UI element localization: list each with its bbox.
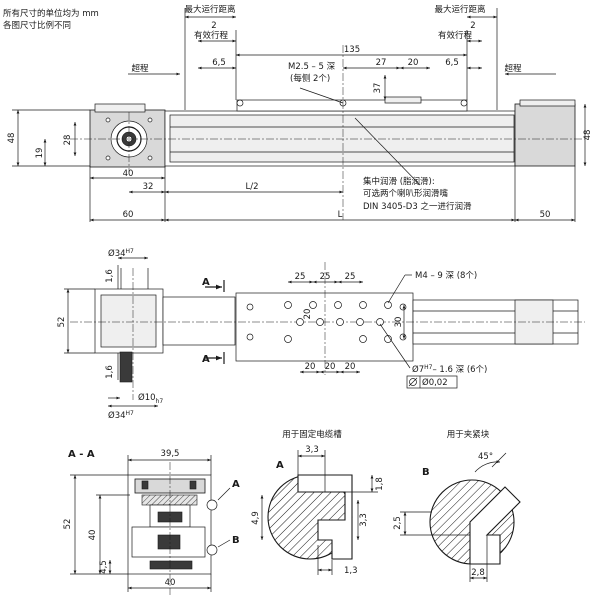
effective-right-label: 有效行程 (438, 30, 473, 41)
dim-3-3-top: 3,3 (305, 445, 319, 455)
carriage-nipple-block (384, 96, 422, 104)
dim-39-5: 39,5 (161, 449, 180, 459)
dim-1-6-bot: 1,6 (105, 365, 115, 379)
max-travel-right-label: 最大运行距离 (434, 4, 485, 15)
rail-inner (169, 114, 515, 163)
overtravel-left-label: 超程 (131, 63, 149, 74)
dim-52-sec: 52 (63, 519, 73, 530)
detail-b-slot (469, 486, 521, 565)
dim-28: 28 (63, 135, 73, 146)
shaft-housing (162, 296, 236, 346)
label-b: B (232, 535, 240, 546)
dim-20-top: 20 (408, 58, 419, 68)
scale-note: 各图尺寸比例不同 (3, 21, 72, 31)
section-title: A - A (68, 449, 95, 460)
dim-60: 60 (123, 210, 134, 220)
detail-a-letter: A (276, 460, 284, 471)
shaft-end (119, 351, 133, 383)
dia-10: Ø10h7 (138, 392, 163, 405)
section-a-bot: A (202, 354, 210, 365)
m4-note: M4 – 9 深 (8个) (415, 271, 477, 281)
dim-3-3-side: 3,3 (359, 513, 369, 527)
dim-37: 37 (373, 83, 383, 94)
dim-4-9: 4,9 (251, 511, 261, 525)
dim-1-6-top: 1,6 (105, 269, 115, 283)
dim-45-deg: 45° (478, 452, 493, 462)
dim-2-right: 2 (470, 21, 475, 31)
slot-b (206, 544, 218, 556)
section-a-a: A - A 39,5 52 40 4,5 40 A B (63, 449, 240, 595)
m4-holes (246, 301, 407, 343)
top-view: 最大运行距离 最大运行距离 有效行程 有效行程 超程 超程 2 2 6,5 6,… (7, 4, 593, 222)
middle-view: Ø34H7 Ø34H7 Ø10h7 1,6 1,6 52 A A 25 25 2… (57, 248, 585, 421)
left-end-cap (94, 103, 146, 113)
dim-2-5: 2,5 (393, 516, 403, 530)
overtravel-right-label: 超程 (504, 63, 522, 74)
tolerance-frame (406, 375, 458, 389)
slot-a (206, 499, 218, 511)
lube-note-2: 可选两个喇叭形润滑嘴 (363, 188, 449, 199)
dim-l: L (338, 210, 343, 220)
dim-20-c: 20 (345, 362, 356, 372)
dim-27: 27 (376, 58, 387, 68)
detail-b-caption: 用于夹紧块 (447, 429, 490, 440)
dim-20-a: 20 (305, 362, 316, 372)
dim-50: 50 (540, 210, 551, 220)
thread-note: M2.5 – 5 深 (288, 62, 336, 72)
dim-2-left: 2 (211, 21, 216, 31)
lube-note-1: 集中润滑 (脂润滑): (363, 176, 435, 187)
dim-48-left: 48 (7, 133, 17, 144)
right-end-block (514, 103, 576, 167)
lube-note-3: DIN 3405-D3 之一进行润滑 (363, 201, 472, 212)
detail-b: 用于夹紧块 B 45° 2,5 2,8 (393, 429, 521, 582)
carriage-plate (235, 292, 414, 362)
dim-25-c: 25 (345, 272, 356, 282)
dim-52-mid: 52 (57, 317, 67, 328)
dim-32: 32 (143, 182, 154, 192)
effective-left-label: 有效行程 (194, 30, 229, 41)
detail-a-slot (297, 474, 353, 560)
dim-1-3: 1,3 (344, 566, 358, 576)
detail-a-caption: 用于固定电缆槽 (282, 429, 342, 440)
units-note: 所有尺寸的单位均为 mm (3, 9, 99, 19)
dim-1-8: 1,8 (375, 477, 385, 491)
dim-l-half: L/2 (245, 182, 258, 192)
dim-25-a: 25 (295, 272, 306, 282)
dia-34-bot: Ø34H7 (108, 410, 134, 421)
section-a-top: A (202, 277, 210, 288)
carriage-top (236, 99, 468, 112)
dim-48-right: 48 (583, 130, 593, 141)
dim-20-b: 20 (325, 362, 336, 372)
dim-25-b: 25 (320, 272, 331, 282)
dim-40-v: 40 (88, 530, 98, 541)
detail-b-letter: B (422, 467, 430, 478)
dim-6-5-left: 6,5 (212, 58, 226, 68)
max-travel-left-label: 最大运行距离 (184, 4, 235, 15)
dim-2-8: 2,8 (471, 568, 485, 578)
dia-34-top: Ø34H7 (108, 248, 134, 259)
dim-19: 19 (35, 148, 45, 159)
dim-4-5: 4,5 (99, 560, 109, 574)
pin-note: Ø7H7– 1.6 深 (6个) (412, 364, 487, 375)
dim-40-h: 40 (165, 578, 176, 588)
thread-note-2: (每侧 2个) (290, 73, 330, 84)
label-a: A (232, 479, 240, 490)
dim-6-5-right: 6,5 (445, 58, 459, 68)
dim-20-v: 20 (303, 309, 313, 320)
dim-135: 135 (344, 45, 360, 55)
tolerance-value: Ø0,02 (422, 377, 448, 388)
dim-40-top: 40 (123, 169, 134, 179)
detail-a: 用于固定电缆槽 A 3,3 1,8 4,9 3,3 1,3 (251, 429, 385, 576)
dim-30-v: 30 (394, 317, 404, 328)
